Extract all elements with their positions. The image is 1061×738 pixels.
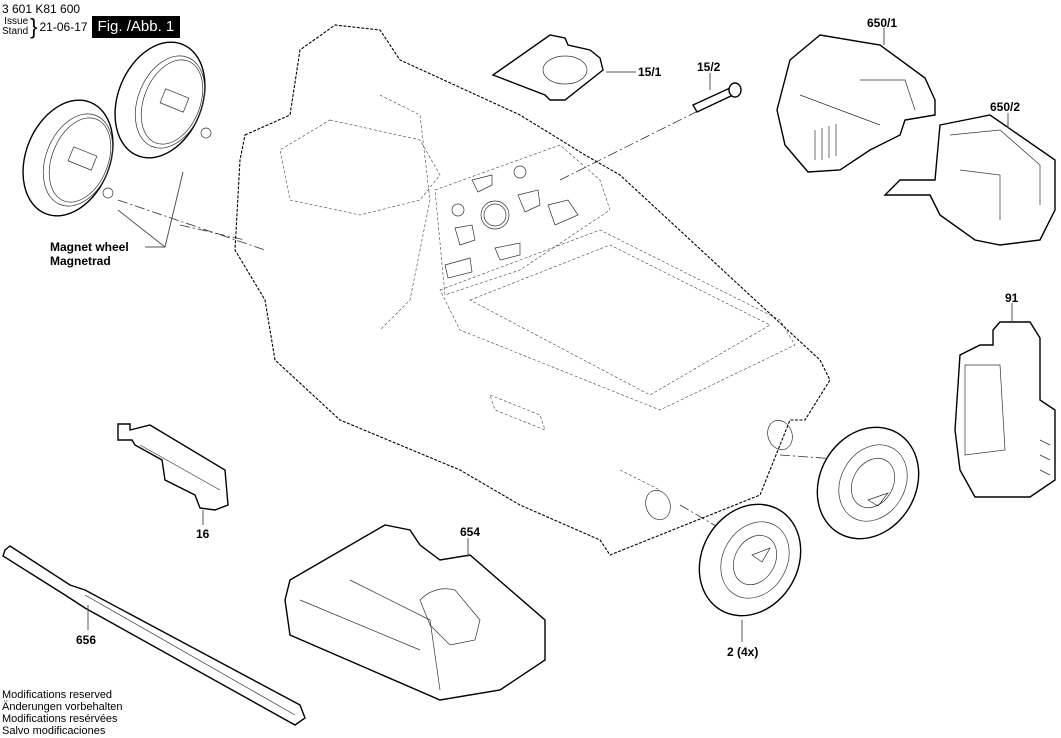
part-654-charger xyxy=(284,524,546,701)
part-15-1-bracket xyxy=(491,34,636,101)
footer-line-es: Salvo modificaciones xyxy=(2,725,106,737)
assembly-centerlines xyxy=(117,109,851,541)
callout-91: 91 xyxy=(1005,291,1019,305)
main-housing xyxy=(234,24,831,556)
callout-15-2: 15/2 xyxy=(697,60,721,74)
part-15-2-screw xyxy=(692,73,742,113)
footer-line-fr: Modifications resérvées xyxy=(2,713,118,725)
callout-2: 2 (4x) xyxy=(727,645,759,659)
magnet-wheel-leaders xyxy=(117,171,184,248)
magnet-wheel-front xyxy=(22,99,114,217)
footer-line-de: Änderungen vorbehalten xyxy=(2,701,123,713)
magnet-wheel-label-en: Magnet wheel xyxy=(50,240,129,254)
footer-line-en: Modifications reserved xyxy=(2,689,113,701)
footer-modifications: Modifications reserved Änderungen vorbeh… xyxy=(2,689,122,737)
brace-icon: } xyxy=(30,14,38,39)
issue-date: 21-06-17 xyxy=(39,20,88,34)
magnet-wheel-rear xyxy=(114,41,212,159)
document-number: 3 601 K81 600 xyxy=(2,2,81,16)
issue-label-en: Issue xyxy=(4,16,29,27)
callout-16: 16 xyxy=(196,527,210,541)
callout-650-1: 650/1 xyxy=(867,16,898,30)
callout-15-1: 15/1 xyxy=(638,65,662,79)
part-16-usb-cover xyxy=(117,423,229,525)
callout-650-2: 650/2 xyxy=(990,100,1021,114)
magnet-wheel-label-de: Magnetrad xyxy=(50,254,111,268)
issue-labels: Issue Stand xyxy=(2,17,28,37)
figure-label: Fig. /Abb. 1 xyxy=(91,16,181,38)
callout-654: 654 xyxy=(460,525,481,539)
issue-block: Issue Stand } 21-06-17 Fig. /Abb. 1 xyxy=(2,14,181,39)
part-656-wrist-strap xyxy=(2,545,306,726)
part-91-battery xyxy=(954,303,1056,498)
part-2-wheel-cap-rear xyxy=(816,426,920,540)
part-650-1-cap xyxy=(776,28,936,173)
part-650-2-adapter xyxy=(883,113,1056,246)
callout-656: 656 xyxy=(76,633,97,647)
part-2-wheel-cap-front xyxy=(698,503,802,642)
issue-label-de: Stand xyxy=(2,26,29,37)
magnet-wheel-label: Magnet wheel Magnetrad xyxy=(50,240,129,268)
